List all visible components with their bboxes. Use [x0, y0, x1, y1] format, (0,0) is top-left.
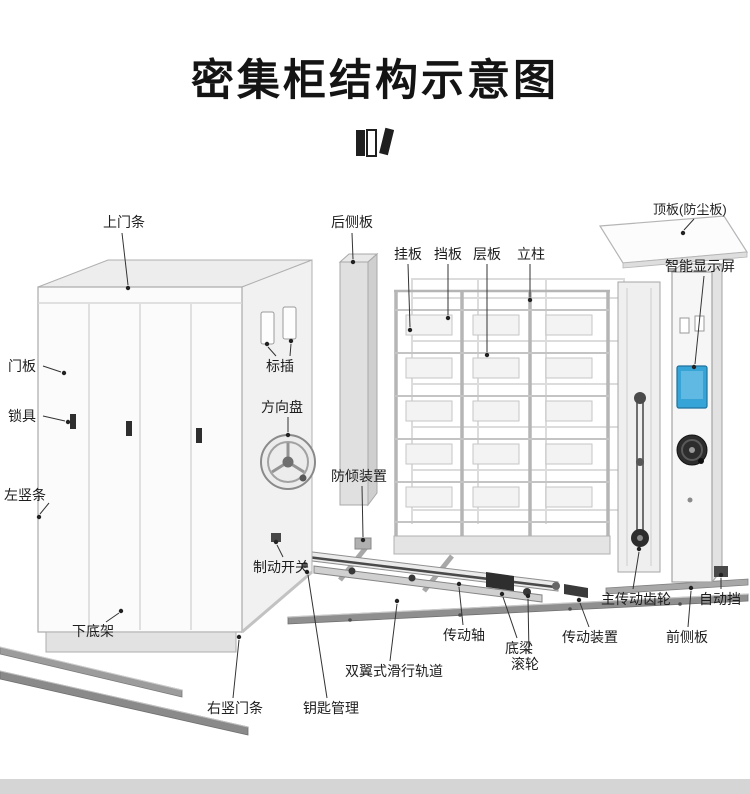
drive-chain-panel: [617, 281, 661, 573]
roller-part: [523, 588, 531, 596]
label-bottom-frame: 下底架: [72, 623, 114, 639]
label-top-panel: 顶板(防尘板): [653, 202, 727, 217]
transmission-part: [564, 584, 588, 598]
label-double-wing-track: 双翼式滑行轨道: [345, 663, 443, 679]
footer-band: [0, 779, 750, 794]
books-icon-graphic: [356, 127, 395, 157]
leader-lines: [36, 218, 724, 699]
label-roller: 滚轮: [511, 656, 539, 672]
label-drive-shaft: 传动轴: [443, 627, 485, 643]
label-rear-side-panel: 后侧板: [331, 214, 373, 230]
label-front-side-panel: 前侧板: [666, 629, 708, 645]
label-lock: 锁具: [8, 408, 36, 424]
label-top-door-strip: 上门条: [103, 214, 145, 230]
label-anti-tilt-device: 防倾装置: [331, 468, 387, 484]
bottom-frame-part: [45, 631, 237, 653]
label-hanging-board: 挂板: [394, 246, 422, 262]
compact-cabinet: [37, 259, 316, 653]
top-dust-panel-part: [598, 215, 749, 269]
label-steering-wheel: 方向盘: [261, 399, 303, 415]
label-insert-slot: [282, 306, 297, 340]
front-side-panel-part: [670, 262, 728, 584]
auto-stop-part: [714, 566, 728, 577]
label-right-vertical-door-strip: 右竖门条: [207, 700, 263, 716]
label-main-drive-gear: 主传动齿轮: [601, 591, 671, 607]
top-sprocket: [634, 392, 646, 404]
label-baffle: 挡板: [434, 246, 462, 262]
books-icon: [350, 124, 395, 160]
label-transmission-device: 传动装置: [562, 629, 618, 645]
label-insert-slot: [260, 311, 275, 345]
shelf-rack: [393, 289, 611, 555]
label-smart-display: 智能显示屏: [665, 258, 735, 274]
label-shelf-board: 层板: [473, 246, 501, 262]
label-label-insert: 标插: [266, 358, 294, 374]
brake-switch-part: [271, 533, 281, 542]
lock-part: [70, 414, 76, 429]
label-brake-switch: 制动开关: [253, 559, 309, 575]
sliding-track-assembly: [293, 537, 588, 603]
label-key-management: 钥匙管理: [303, 700, 359, 716]
label-bottom-beam: 底梁: [505, 640, 533, 656]
floor-rails-left: [0, 646, 249, 736]
rear-side-panel-part: [338, 252, 379, 507]
label-left-vertical-strip: 左竖条: [4, 487, 46, 503]
page-title: 密集柜结构示意图: [191, 57, 559, 105]
motor-box: [486, 572, 514, 591]
label-auto-stop: 自动挡: [699, 591, 741, 607]
label-door-panel: 门板: [8, 358, 36, 374]
key-lock-part: [302, 562, 308, 568]
label-column: 立柱: [517, 246, 545, 262]
